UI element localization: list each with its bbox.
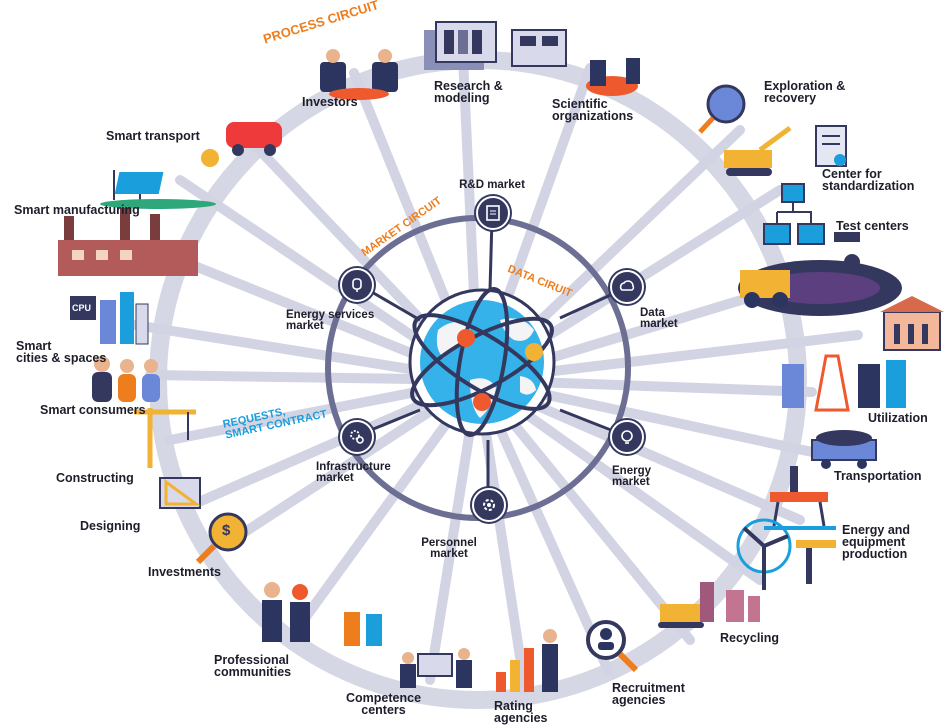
rating-illustration (496, 629, 558, 692)
cpu-chip-icon: CPU (72, 303, 92, 313)
energy-equipment-label: Energy and equipment production (842, 523, 911, 561)
smart-consumers-label: Smart consumers (40, 403, 146, 417)
smart-transport-label: Smart transport (106, 129, 200, 143)
recruitment-illustration (586, 620, 639, 673)
professional-illustration (262, 582, 382, 646)
smart-cities-label: Smart cities & spaces (16, 339, 107, 365)
crane-illustration (134, 408, 196, 468)
utilization-illustration (782, 354, 906, 412)
competence-centers-label: Competence centers (346, 691, 422, 717)
recycling-illustration (658, 582, 760, 628)
test-centers-label: Test centers (836, 219, 909, 233)
mining-illustration (738, 260, 902, 316)
scientific-organizations-label: Scientific organizations (552, 97, 634, 123)
smart-consumers-illustration (92, 356, 160, 402)
data-market-cloud-icon (610, 270, 644, 304)
rd-market-label: R&D market (459, 179, 525, 191)
standardization-illustration (815, 125, 847, 167)
standardization-label: Center for standardization (822, 167, 915, 193)
designing-label: Designing (80, 519, 141, 533)
investments-label: Investments (148, 565, 221, 579)
smart-cities-illustration (70, 292, 149, 345)
research-modeling-label: Research & modeling (434, 79, 503, 105)
investments-illustration (195, 512, 248, 565)
dollar-icon: $ (222, 522, 231, 539)
building-illustration (880, 296, 944, 351)
recycling-label: Recycling (720, 631, 780, 645)
energy-market-label: Energy market (612, 465, 651, 488)
smart-manufacturing-illustration (58, 208, 198, 276)
investors-illustration (320, 49, 398, 100)
globe (408, 287, 556, 437)
wind-turbine-illustration (736, 518, 836, 590)
utilization-label: Utilization (868, 411, 928, 425)
exploration-recovery-label: Exploration & recovery (764, 79, 846, 105)
transportation-illustration (811, 430, 877, 469)
data-market-label: Data market (640, 307, 678, 330)
rating-agencies-label: Rating agencies (494, 699, 548, 725)
smart-transport-illustration (100, 122, 282, 209)
rd-market-node-icon (476, 196, 510, 230)
research-modeling-illustration (424, 21, 497, 70)
competence-illustration (400, 648, 472, 688)
energy-services-market-label: Energy services market (286, 309, 375, 332)
personnel-market-label: Personnel market (421, 537, 477, 560)
infrastructure-market-label: Infrastructure market (316, 461, 391, 484)
constructing-label: Constructing (56, 471, 134, 485)
exploration-illustration (698, 84, 792, 176)
energy-services-plug-icon (340, 268, 374, 302)
infrastructure-market-gears-icon (340, 420, 374, 454)
personnel-market-gear-icon (472, 488, 506, 522)
designing-illustration (159, 477, 201, 509)
professional-communities-label: Professional communities (214, 653, 292, 679)
energy-market-bulb-icon (610, 420, 644, 454)
smart-manufacturing-label: Smart manufacturing (14, 203, 140, 217)
recruitment-agencies-label: Recruitment agencies (612, 681, 685, 707)
investors-label: Investors (302, 95, 358, 109)
transportation-label: Transportation (834, 469, 922, 483)
scientific-illustration (511, 29, 640, 96)
